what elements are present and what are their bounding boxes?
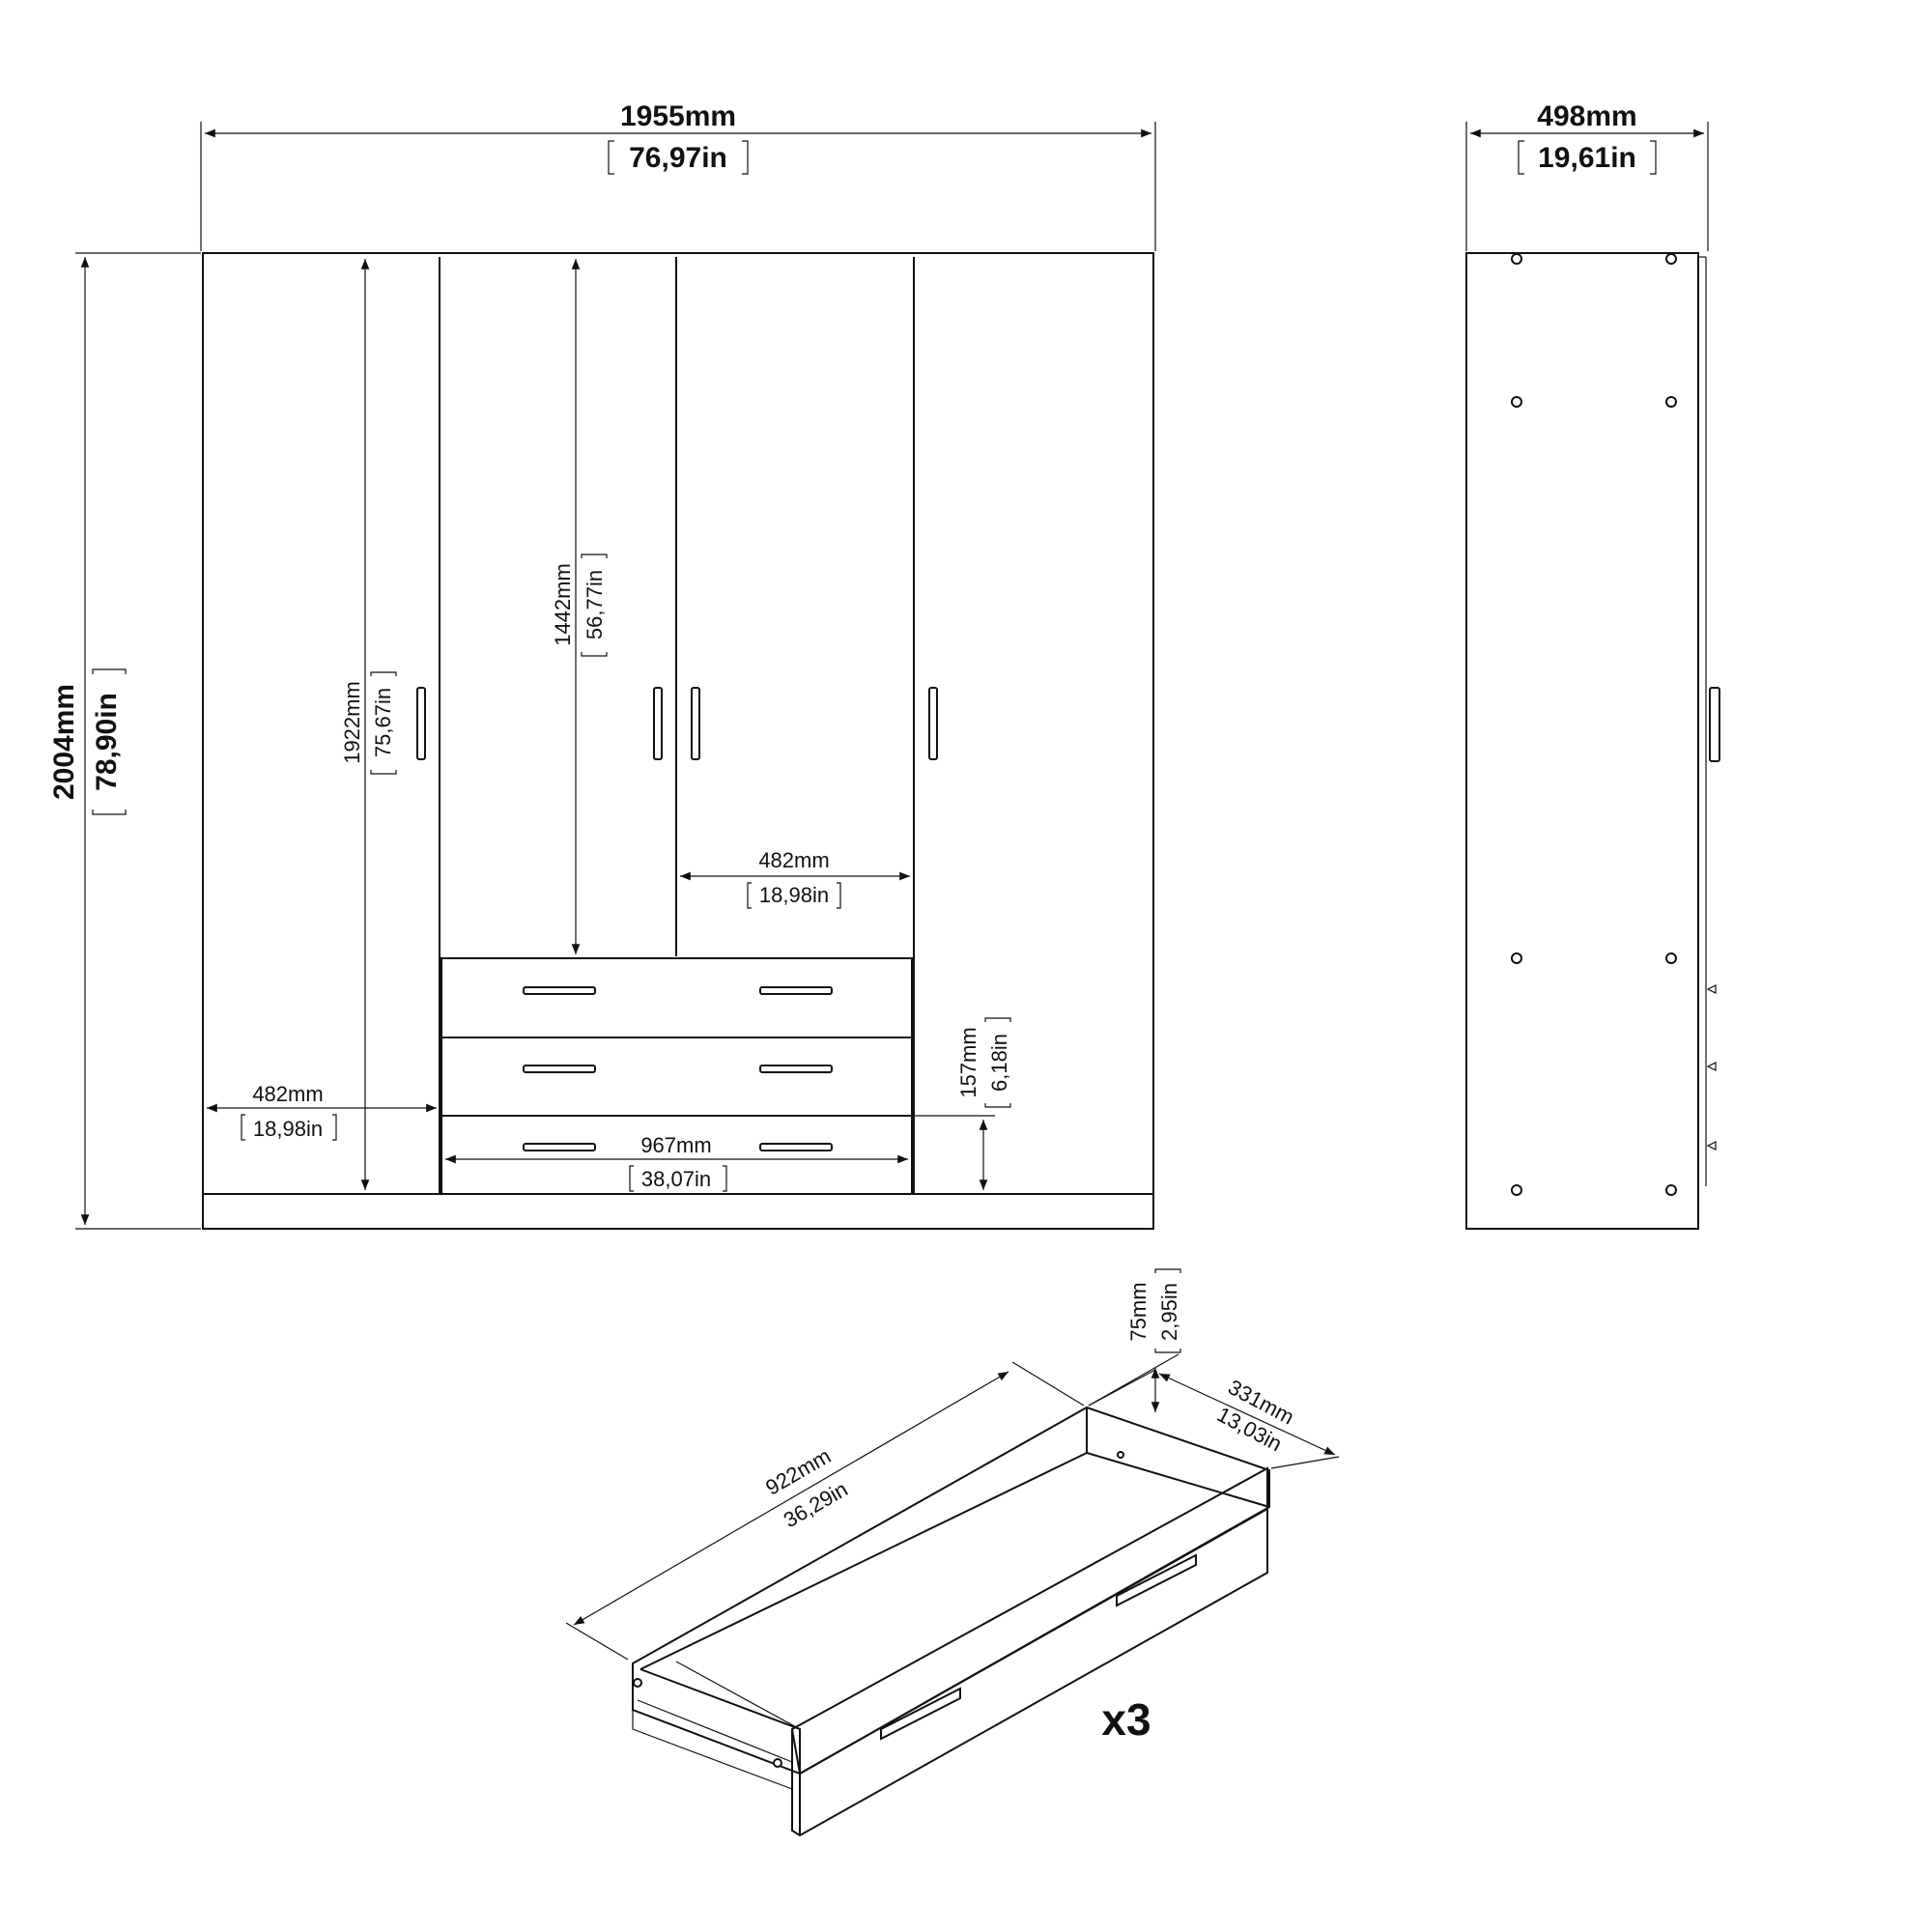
drawer-front-height-in: 6,18in	[987, 1034, 1011, 1092]
drawer-handle-iso-1	[880, 1687, 961, 1741]
door-height-in: 75,67in	[371, 688, 395, 757]
drawer-outline	[632, 1406, 1270, 1776]
door-handle-3	[691, 687, 700, 760]
drawer-handle-2b	[759, 1065, 833, 1073]
drawer-width-in: 38,07in	[641, 1167, 711, 1191]
drawer-handle-3b	[759, 1143, 833, 1151]
drawer-handle-3a	[523, 1143, 596, 1151]
total-height-in: 78,90in	[91, 693, 123, 791]
drawer-length-line	[573, 1371, 1009, 1626]
side-handle	[1709, 687, 1720, 762]
depth-in: 19,61in	[1538, 142, 1636, 174]
door-width-left-mm: 482mm	[252, 1082, 323, 1106]
upper-height-in: 56,77in	[582, 570, 607, 639]
wardrobe-body	[202, 252, 1154, 1230]
drawer-height-in: 2,95in	[1157, 1283, 1181, 1341]
side-panel	[1465, 252, 1699, 1230]
drawer-height-mm: 75mm	[1126, 1282, 1151, 1341]
drawer-handle-2a	[523, 1065, 596, 1073]
drawer-width-mm: 967mm	[640, 1133, 711, 1157]
drawer-handle-1a	[523, 986, 596, 995]
door-handle-1	[416, 687, 426, 760]
door-height-mm: 1922mm	[340, 681, 364, 764]
door-width-right-mm: 482mm	[758, 848, 829, 872]
total-width-in: 76,97in	[629, 142, 727, 174]
door-handle-4	[928, 687, 938, 760]
side-view: 498mm 19,61in	[1465, 100, 1720, 1230]
drawer-handle-iso-2	[1116, 1553, 1197, 1607]
drawer-isometric: 922mm 36,29in 331mm 13,03in 75mm 2,95in …	[565, 1268, 1340, 1837]
drawer-quantity: x3	[1101, 1694, 1151, 1745]
drawer-front	[790, 1466, 1268, 1776]
drawer-block	[440, 957, 913, 1195]
door-width-left-in: 18,98in	[253, 1117, 323, 1141]
front-view: 1955mm 76,97in 2004mm 78,90in 1922mm 75,…	[48, 100, 1156, 1230]
door-handle-2	[653, 687, 663, 760]
depth-mm: 498mm	[1537, 100, 1636, 132]
door-width-right-in: 18,98in	[759, 883, 829, 907]
total-height-mm: 2004mm	[48, 684, 80, 800]
drawer-depth-line	[1158, 1373, 1336, 1456]
total-width-mm: 1955mm	[620, 100, 736, 132]
upper-height-mm: 1442mm	[551, 563, 575, 646]
drawer-front-height-mm: 157mm	[956, 1027, 980, 1097]
drawer-handle-1b	[759, 986, 833, 995]
